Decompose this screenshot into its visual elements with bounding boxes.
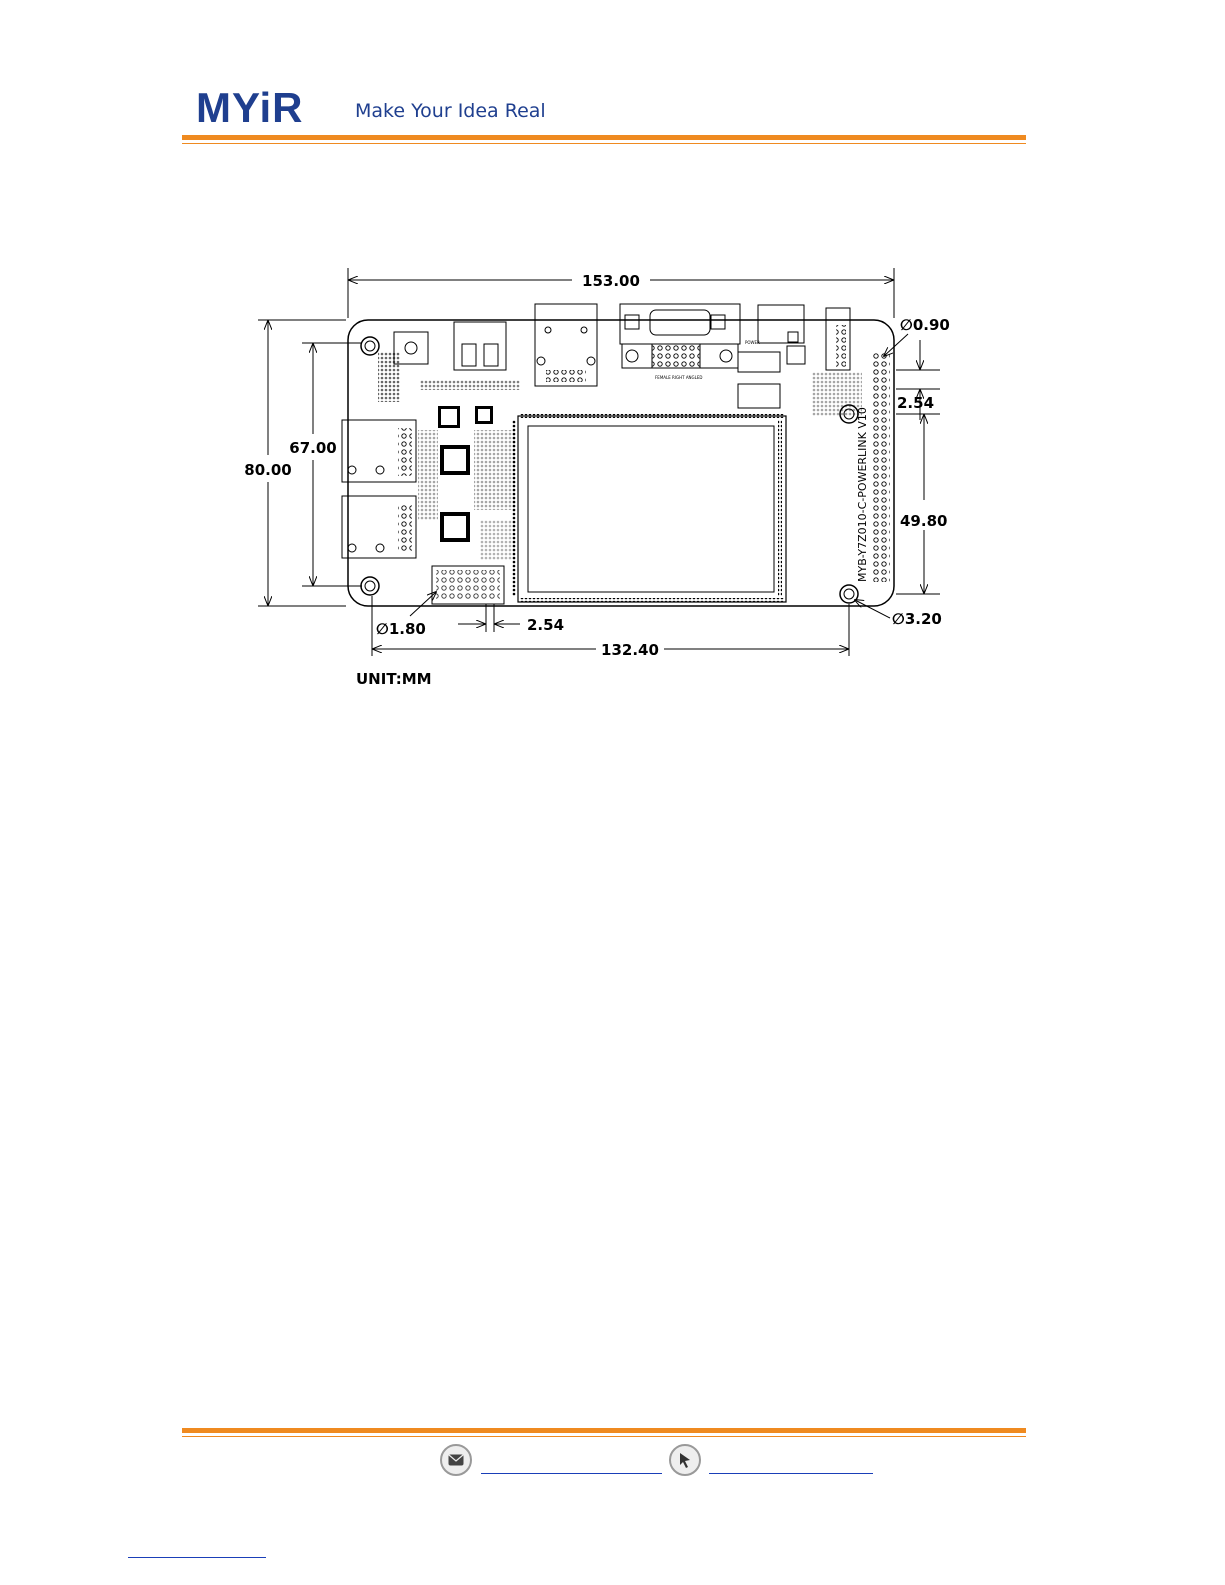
- dim-bottom-pitch: 2.54: [527, 616, 564, 634]
- email-link[interactable]: [481, 1473, 662, 1474]
- dim-overall-width: 153.00: [582, 272, 640, 290]
- dim-hole-left: ∅1.80: [376, 620, 426, 638]
- unit-label: UNIT:MM: [356, 670, 432, 688]
- dim-hole-mount: ∅3.20: [892, 610, 942, 628]
- dim-header-height: 49.80: [900, 512, 947, 530]
- power-connector: [758, 305, 804, 343]
- dim-hole-small: ∅0.90: [900, 316, 950, 334]
- som-module: [518, 416, 786, 602]
- svg-text:POWER: POWER: [745, 340, 760, 345]
- dim-hole-spacing: 132.40: [601, 641, 659, 659]
- board-silkscreen-label: MYB-Y7Z010-C-POWERLINK V10: [856, 407, 869, 582]
- footer-divider-thin: [182, 1436, 1026, 1437]
- footer-divider: [182, 1428, 1026, 1433]
- svg-text:FEMALE RIGHT ANGLED: FEMALE RIGHT ANGLED: [655, 375, 703, 380]
- website-link[interactable]: [709, 1473, 873, 1474]
- dim-header-pitch: 2.54: [897, 394, 934, 412]
- mail-icon: [440, 1444, 472, 1476]
- bottom-link[interactable]: [128, 1557, 266, 1558]
- dim-overall-height: 80.00: [244, 461, 291, 479]
- gpio-header: [872, 352, 890, 582]
- dim-inner-height: 67.00: [289, 439, 336, 457]
- cursor-icon: [669, 1444, 701, 1476]
- board-dimension-drawing: FEMALE RIGHT ANGLED POWER: [0, 0, 1225, 720]
